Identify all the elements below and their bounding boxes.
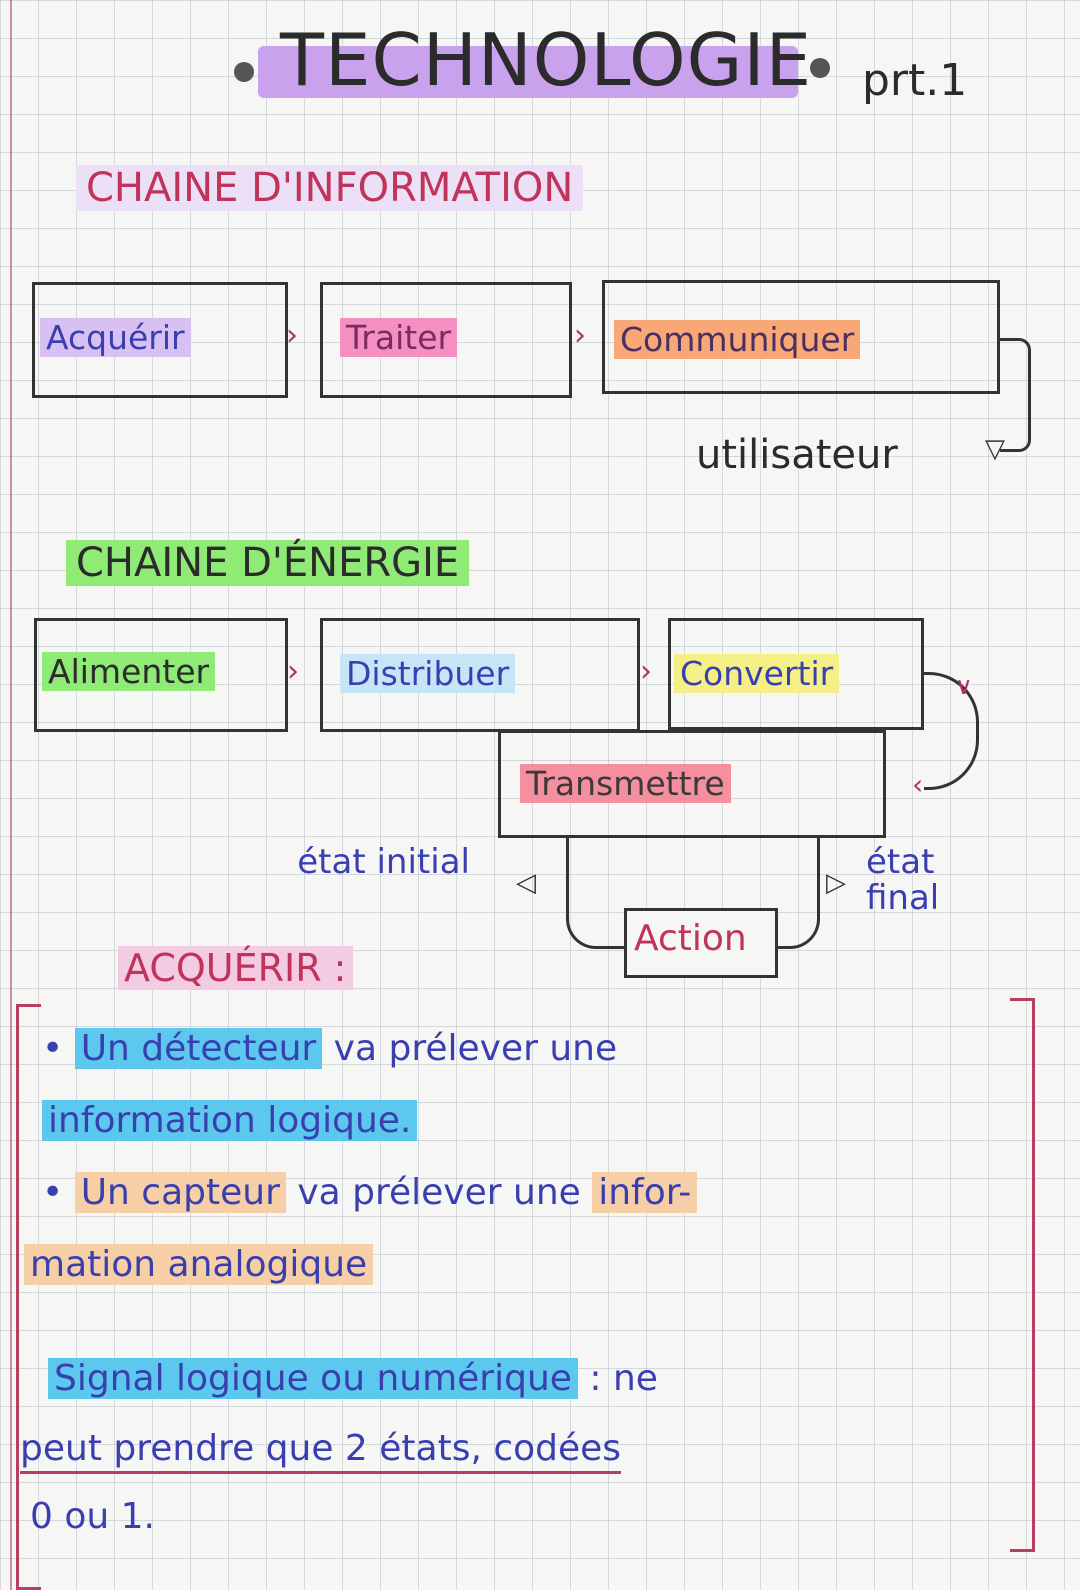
action-label: Action xyxy=(634,918,747,959)
notebook-margin-line xyxy=(10,0,12,1590)
part-label: prt.1 xyxy=(862,55,968,106)
energy-transmettre-label: Transmettre xyxy=(520,764,731,803)
title-highlight xyxy=(258,46,798,98)
capteur-highlight: Un capteur xyxy=(74,1172,286,1213)
arrow-right-icon: › xyxy=(640,654,652,689)
bullet-dot: • xyxy=(42,1172,75,1213)
info-chain-title: CHAINE D'INFORMATION xyxy=(76,165,584,211)
signal-definition: Signal logique ou numérique : ne xyxy=(48,1358,658,1399)
energy-chain-title: CHAINE D'ÉNERGIE xyxy=(66,540,470,586)
bullet-dot: • xyxy=(42,1028,75,1069)
state-initial-label: état initial xyxy=(297,842,470,882)
arrow-down-icon: ▽ xyxy=(985,434,1005,464)
arrow-right-icon: ▷ xyxy=(826,868,846,898)
detecteur-text: va prélever une xyxy=(322,1028,618,1069)
arrow-left-icon: ‹ xyxy=(912,768,924,801)
energy-box-distribuer xyxy=(320,618,640,732)
energy-box-convertir xyxy=(668,618,924,730)
detecteur-highlight: Un détecteur xyxy=(74,1028,323,1069)
info-output-label: utilisateur xyxy=(696,432,898,478)
energy-box-alimenter xyxy=(34,618,288,732)
arrow-right-icon: › xyxy=(287,654,299,689)
state-final-label: état final xyxy=(866,842,940,918)
info-box-acquerir xyxy=(32,282,288,398)
signal-highlight: Signal logique ou numérique xyxy=(48,1358,578,1399)
signal-text: : ne xyxy=(577,1358,658,1399)
arrow-right-icon: › xyxy=(574,318,586,353)
energy-box-transmettre xyxy=(498,730,886,838)
info-communiquer-label: Communiquer xyxy=(614,320,861,359)
left-bracket xyxy=(16,1004,41,1590)
arrow-right-icon: › xyxy=(286,318,298,353)
acquerir-title: ACQUÉRIR : xyxy=(118,946,353,990)
capteur-text: va prélever une xyxy=(285,1172,593,1213)
connector-line xyxy=(1000,338,1031,452)
info-box-communiquer xyxy=(602,280,1000,394)
arrow-down-icon: ∨ xyxy=(955,672,973,700)
bullet-detecteur: • Un détecteur va prélever une xyxy=(42,1028,617,1069)
info-acquerir-label: Acquérir xyxy=(40,318,191,357)
energy-alimenter-label: Alimenter xyxy=(42,652,216,691)
info-traiter-label: Traiter xyxy=(340,318,458,357)
detecteur-line2: information logique. xyxy=(42,1100,418,1141)
binder-ring-icon xyxy=(810,58,830,78)
arrow-left-icon: ◁ xyxy=(516,868,536,898)
signal-line2: peut prendre que 2 états, codées xyxy=(20,1428,622,1474)
signal-line3: 0 ou 1. xyxy=(30,1496,155,1537)
energy-convertir-label: Convertir xyxy=(674,654,840,693)
capteur-line2: mation analogique xyxy=(24,1244,374,1285)
energy-box-action xyxy=(624,908,778,978)
info-box-traiter xyxy=(320,282,572,398)
page-title: TECHNOLOGIE xyxy=(280,18,813,102)
capteur-highlight-2: infor- xyxy=(592,1172,698,1213)
binder-ring-icon xyxy=(234,62,254,82)
energy-distribuer-label: Distribuer xyxy=(340,654,516,693)
bullet-capteur: • Un capteur va prélever une infor- xyxy=(42,1172,698,1213)
right-bracket xyxy=(1010,998,1035,1552)
